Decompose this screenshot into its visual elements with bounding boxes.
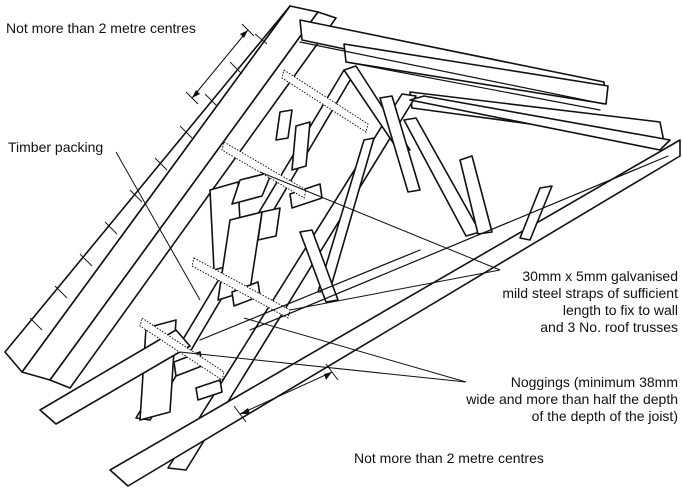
leader-timber-packing bbox=[115, 151, 201, 301]
nogging-3 bbox=[289, 183, 323, 209]
timber-packing-block-2 bbox=[275, 109, 293, 141]
label-spacing-top: Not more than 2 metre centres bbox=[6, 20, 196, 36]
leader-noggings-2 bbox=[243, 317, 467, 383]
truss2-web-d bbox=[299, 229, 339, 303]
strap-lower bbox=[191, 257, 291, 319]
gable-barge-board bbox=[49, 11, 337, 389]
steel-straps bbox=[139, 69, 369, 381]
roof-batten-lines bbox=[29, 33, 268, 331]
label-straps: 30mm x 5mm galvanised mild steel straps … bbox=[502, 268, 678, 336]
leader-noggings-1 bbox=[179, 351, 467, 383]
roof-slope bbox=[4, 5, 337, 389]
ridge-rafter-inner bbox=[343, 43, 609, 105]
leader-straps-1 bbox=[259, 171, 501, 271]
label-spacing-bottom: Not more than 2 metre centres bbox=[354, 450, 544, 466]
label-straps-line-3: length to fix to wall bbox=[562, 302, 678, 318]
roof-tile-edge bbox=[4, 5, 291, 373]
truss-rafter-right bbox=[409, 95, 671, 151]
strap-top bbox=[281, 69, 369, 133]
label-straps-line-1: 30mm x 5mm galvanised bbox=[522, 268, 678, 284]
label-noggings: Noggings (minimum 38mm wide and more tha… bbox=[466, 374, 678, 425]
truss2-web-b bbox=[379, 95, 421, 193]
roof-truss-front bbox=[109, 93, 681, 487]
strap-bottom bbox=[139, 317, 225, 381]
leader-straps-2 bbox=[289, 269, 501, 311]
nogging-4 bbox=[195, 379, 223, 401]
label-straps-line-2: mild steel straps of sufficient bbox=[502, 285, 678, 301]
leader-lines bbox=[115, 151, 501, 383]
wall-bottom-edge bbox=[39, 329, 191, 425]
longitudinal-members bbox=[199, 41, 669, 341]
label-noggings-line-3: of the depth of the joist) bbox=[531, 408, 678, 424]
dimension-top bbox=[185, 23, 255, 105]
label-timber-packing: Timber packing bbox=[8, 139, 104, 155]
gable-wall-structure bbox=[39, 109, 311, 425]
strap-middle bbox=[221, 141, 307, 199]
truss-web-3 bbox=[519, 185, 553, 241]
truss-ceiling-tie bbox=[109, 139, 681, 487]
dimension-bottom bbox=[233, 363, 339, 423]
label-noggings-line-2: wide and more than half the depth bbox=[466, 391, 678, 407]
label-noggings-line-1: Noggings (minimum 38mm bbox=[510, 374, 678, 390]
timber-packing-block-4 bbox=[291, 121, 311, 171]
truss-web-2 bbox=[459, 155, 493, 235]
timber-packing-block-1 bbox=[231, 171, 273, 205]
label-straps-line-4: and 3 No. roof trusses bbox=[540, 319, 678, 335]
